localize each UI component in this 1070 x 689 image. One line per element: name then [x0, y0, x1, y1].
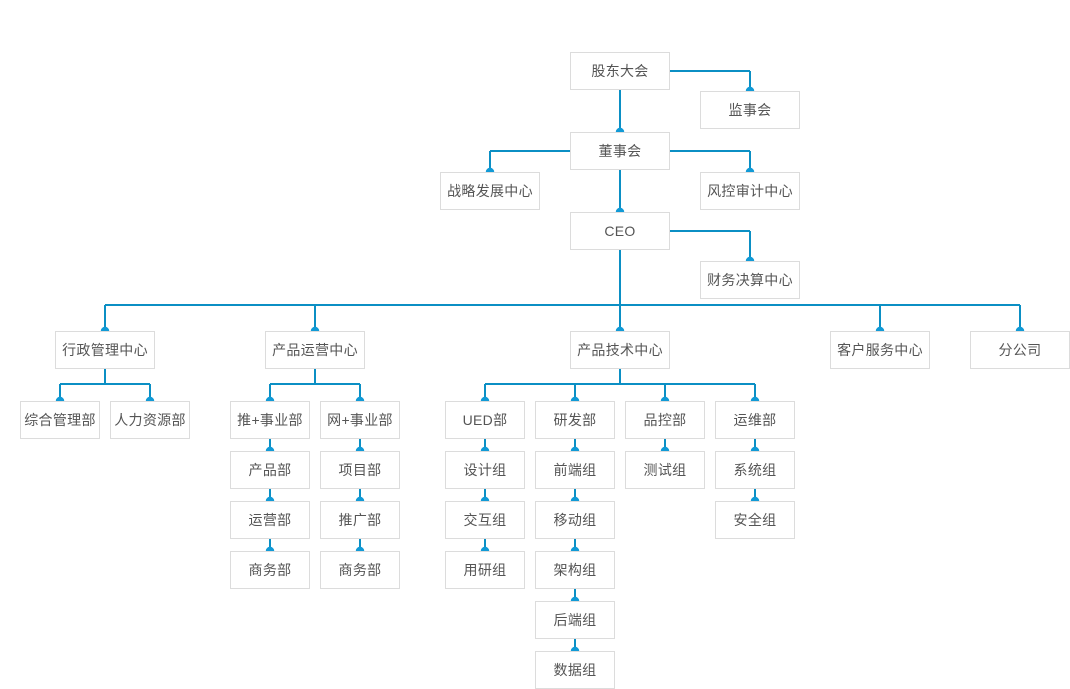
org-node-branch[interactable]: 分公司 [970, 331, 1070, 369]
org-node-label: 测试组 [643, 462, 687, 478]
org-node-rd[interactable]: 研发部 [535, 401, 615, 439]
org-node-custservice[interactable]: 客户服务中心 [830, 331, 930, 369]
org-node-label: 设计组 [463, 462, 507, 478]
org-node-shareholders[interactable]: 股东大会 [570, 52, 670, 90]
org-node-wangbu[interactable]: 网+事业部 [320, 401, 400, 439]
org-node-tuibu[interactable]: 推+事业部 [230, 401, 310, 439]
org-node-label: 系统组 [733, 462, 777, 478]
org-node-label: 监事会 [728, 102, 772, 118]
org-node-label: 股东大会 [591, 63, 649, 79]
org-node-prodops[interactable]: 产品运营中心 [265, 331, 365, 369]
org-node-designgrp[interactable]: 设计组 [445, 451, 525, 489]
org-node-label: 项目部 [338, 462, 382, 478]
org-node-supervisory[interactable]: 监事会 [700, 91, 800, 129]
org-node-label: UED部 [462, 412, 508, 428]
org-node-label: 推+事业部 [237, 412, 303, 428]
org-node-label: 网+事业部 [327, 412, 393, 428]
org-node-promotion[interactable]: 推广部 [320, 501, 400, 539]
org-node-label: 行政管理中心 [62, 342, 148, 358]
org-node-mobilegrp[interactable]: 移动组 [535, 501, 615, 539]
org-node-label: 董事会 [598, 143, 642, 159]
org-node-product[interactable]: 产品部 [230, 451, 310, 489]
org-node-label: 风控审计中心 [707, 183, 793, 199]
org-node-ceo[interactable]: CEO [570, 212, 670, 250]
org-node-qc[interactable]: 品控部 [625, 401, 705, 439]
org-node-board[interactable]: 董事会 [570, 132, 670, 170]
org-node-ued[interactable]: UED部 [445, 401, 525, 439]
org-node-frontendgrp[interactable]: 前端组 [535, 451, 615, 489]
org-node-testgrp[interactable]: 测试组 [625, 451, 705, 489]
org-node-label: CEO [604, 223, 636, 239]
org-node-label: 推广部 [338, 512, 382, 528]
org-node-label: 财务决算中心 [707, 272, 793, 288]
org-node-label: 产品技术中心 [577, 342, 663, 358]
org-node-hr[interactable]: 人力资源部 [110, 401, 190, 439]
org-node-label: 研发部 [553, 412, 597, 428]
org-node-interactiongrp[interactable]: 交互组 [445, 501, 525, 539]
org-node-generalmgmt[interactable]: 综合管理部 [20, 401, 100, 439]
org-node-label: 客户服务中心 [837, 342, 923, 358]
org-node-label: 综合管理部 [24, 412, 96, 428]
org-node-label: 前端组 [553, 462, 597, 478]
org-node-label: 数据组 [553, 662, 597, 678]
org-node-label: 产品运营中心 [272, 342, 358, 358]
org-node-label: 交互组 [463, 512, 507, 528]
org-node-label: 战略发展中心 [447, 183, 533, 199]
org-node-systemgrp[interactable]: 系统组 [715, 451, 795, 489]
org-node-label: 架构组 [553, 562, 597, 578]
org-node-label: 品控部 [643, 412, 687, 428]
org-node-label: 人力资源部 [114, 412, 186, 428]
org-node-admin[interactable]: 行政管理中心 [55, 331, 155, 369]
org-node-archgrp[interactable]: 架构组 [535, 551, 615, 589]
org-node-label: 产品部 [248, 462, 292, 478]
org-node-label: 用研组 [463, 562, 507, 578]
org-node-businessleft[interactable]: 商务部 [230, 551, 310, 589]
org-node-label: 运营部 [248, 512, 292, 528]
org-node-backendgrp[interactable]: 后端组 [535, 601, 615, 639]
org-node-label: 后端组 [553, 612, 597, 628]
org-node-label: 移动组 [553, 512, 597, 528]
org-node-project[interactable]: 项目部 [320, 451, 400, 489]
org-node-label: 安全组 [733, 512, 777, 528]
org-node-datagrp[interactable]: 数据组 [535, 651, 615, 689]
org-node-riskaudit[interactable]: 风控审计中心 [700, 172, 800, 210]
org-node-operation[interactable]: 运营部 [230, 501, 310, 539]
org-node-label: 运维部 [733, 412, 777, 428]
org-node-strategy[interactable]: 战略发展中心 [440, 172, 540, 210]
org-node-securitygrp[interactable]: 安全组 [715, 501, 795, 539]
org-node-prodtech[interactable]: 产品技术中心 [570, 331, 670, 369]
org-node-label: 商务部 [338, 562, 382, 578]
org-node-usergrp[interactable]: 用研组 [445, 551, 525, 589]
org-node-label: 商务部 [248, 562, 292, 578]
org-node-label: 分公司 [998, 342, 1042, 358]
org-node-businessright[interactable]: 商务部 [320, 551, 400, 589]
org-node-ops[interactable]: 运维部 [715, 401, 795, 439]
org-node-finance[interactable]: 财务决算中心 [700, 261, 800, 299]
